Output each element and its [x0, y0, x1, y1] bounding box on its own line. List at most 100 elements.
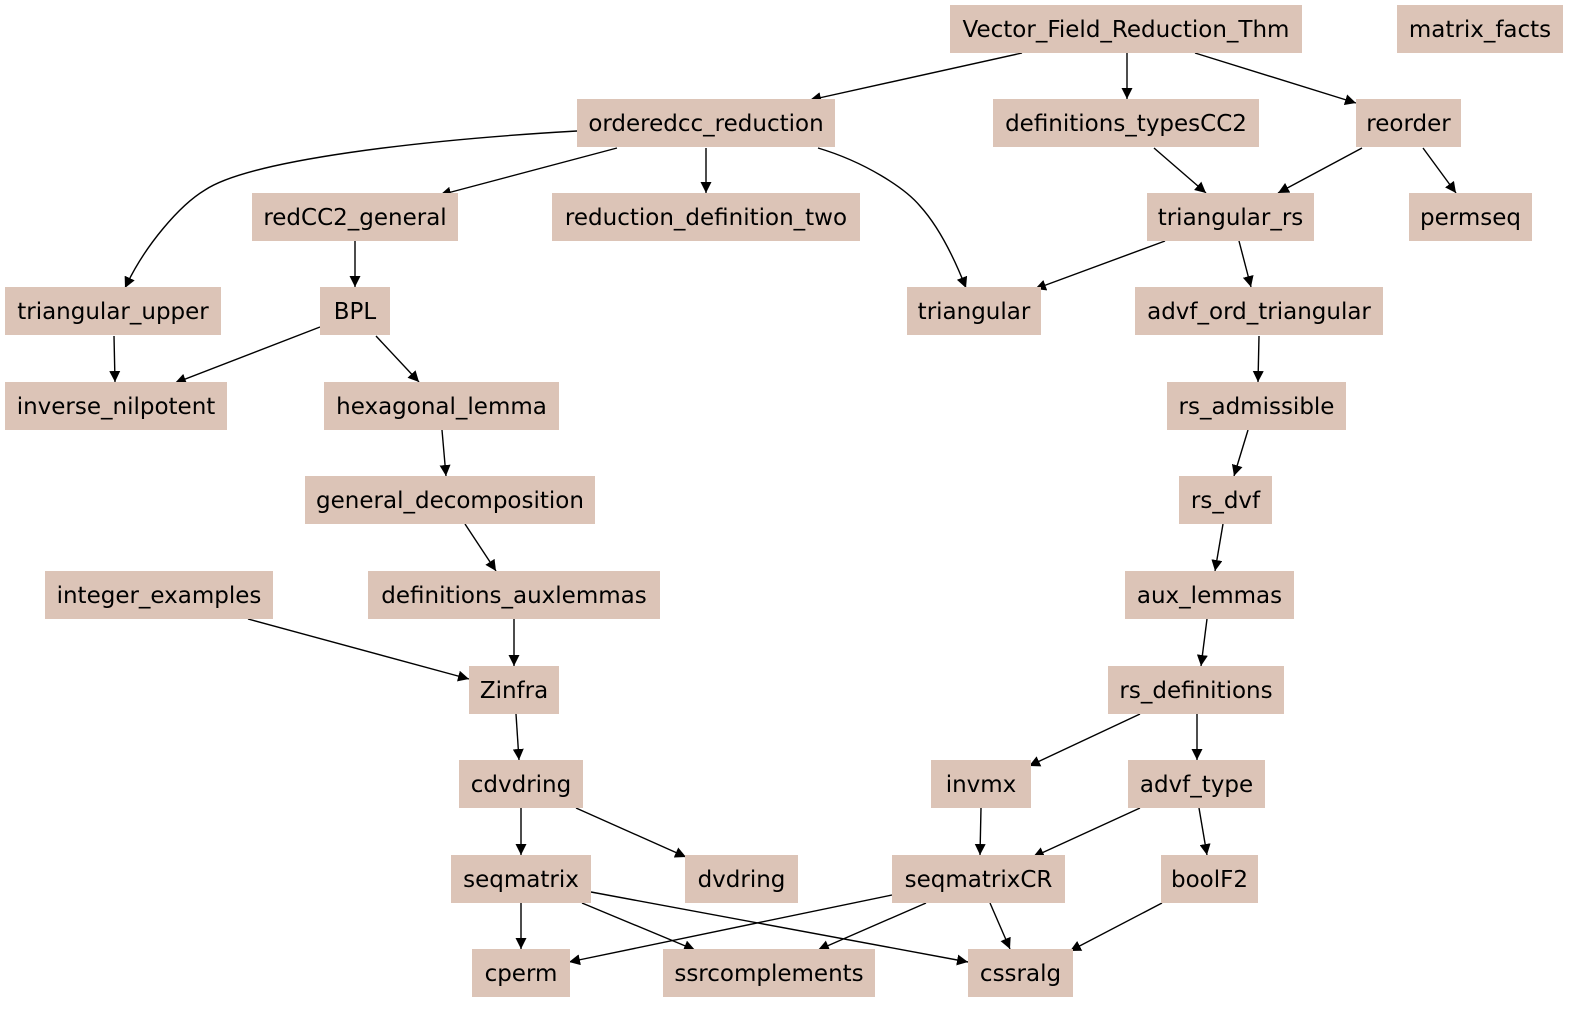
node-label: reduction_definition_two — [565, 205, 847, 231]
node-definitions_typesCC2[interactable]: definitions_typesCC2 — [993, 99, 1259, 147]
node-box — [663, 949, 875, 997]
node-redCC2_general[interactable]: redCC2_general — [252, 193, 458, 241]
edge-reorder-to-triangular_rs — [1277, 147, 1363, 194]
node-box — [1161, 855, 1258, 903]
node-label: dvdring — [698, 867, 786, 893]
node-BPL[interactable]: BPL — [320, 287, 390, 335]
node-ssrcomplements[interactable]: ssrcomplements — [663, 949, 875, 997]
node-rs_dvf[interactable]: rs_dvf — [1179, 476, 1272, 524]
node-aux_lemmas[interactable]: aux_lemmas — [1125, 571, 1294, 619]
node-label: rs_definitions — [1119, 678, 1272, 704]
node-cperm[interactable]: cperm — [472, 949, 570, 997]
edge-advf_type-to-seqmatrixCR — [1032, 807, 1141, 858]
node-rs_definitions[interactable]: rs_definitions — [1108, 666, 1284, 714]
edge-rs_dvf-to-aux_lemmas — [1211, 523, 1224, 572]
node-label: permseq — [1420, 205, 1521, 231]
edge-reorder-to-permseq — [1422, 147, 1457, 194]
node-label: definitions_auxlemmas — [381, 583, 646, 609]
node-seqmatrixCR[interactable]: seqmatrixCR — [892, 855, 1065, 903]
edge-BPL-to-hexagonal_lemma — [375, 335, 420, 383]
node-box — [552, 193, 860, 241]
edge-Zinfra-to-cdvdring — [512, 713, 524, 761]
node-inverse_nilpotent[interactable]: inverse_nilpotent — [5, 382, 227, 430]
node-boolF2[interactable]: boolF2 — [1161, 855, 1258, 903]
node-triangular_upper[interactable]: triangular_upper — [5, 287, 221, 335]
node-box — [1147, 193, 1314, 241]
node-advf_ord_triangular[interactable]: advf_ord_triangular — [1135, 287, 1383, 335]
edge-orderedcc_reduction-to-triangular_upper — [124, 130, 578, 289]
node-box — [892, 855, 1065, 903]
edge-triangular_upper-to-inverse_nilpotent — [109, 335, 121, 383]
edge-general_decomposition-to-definitions_auxlemmas — [464, 523, 497, 572]
node-label: redCC2_general — [263, 205, 446, 231]
node-box — [907, 287, 1041, 335]
node-label: triangular_upper — [17, 299, 209, 325]
node-label: seqmatrixCR — [905, 867, 1053, 893]
edge-advf_ord_triangular-to-rs_admissible — [1252, 335, 1264, 383]
node-label: matrix_facts — [1409, 17, 1551, 43]
edge-orderedcc_reduction-to-redCC2_general — [439, 147, 618, 198]
node-label: orderedcc_reduction — [588, 111, 823, 137]
node-label: Zinfra — [480, 678, 548, 704]
node-box — [451, 855, 591, 903]
node-matrix_facts[interactable]: matrix_facts — [1397, 5, 1563, 53]
node-box — [685, 855, 798, 903]
edges-layer — [109, 52, 1457, 966]
node-advf_type[interactable]: advf_type — [1128, 760, 1265, 808]
node-reorder[interactable]: reorder — [1356, 99, 1461, 147]
edge-orderedcc_reduction-to-triangular — [817, 147, 968, 289]
edge-triangular_rs-to-advf_ord_triangular — [1238, 240, 1254, 288]
node-label: definitions_typesCC2 — [1005, 111, 1247, 137]
node-general_decomposition[interactable]: general_decomposition — [305, 476, 595, 524]
node-dvdring[interactable]: dvdring — [685, 855, 798, 903]
node-rs_admissible[interactable]: rs_admissible — [1167, 382, 1346, 430]
node-triangular[interactable]: triangular — [907, 287, 1041, 335]
node-definitions_auxlemmas[interactable]: definitions_auxlemmas — [368, 571, 660, 619]
node-box — [1135, 287, 1383, 335]
edge-seqmatrixCR-to-cssralg — [989, 902, 1011, 950]
node-label: integer_examples — [57, 583, 262, 609]
node-label: reorder — [1366, 111, 1451, 137]
node-Zinfra[interactable]: Zinfra — [469, 666, 559, 714]
node-label: cperm — [485, 961, 558, 987]
node-orderedcc_reduction[interactable]: orderedcc_reduction — [577, 99, 835, 147]
node-box — [1108, 666, 1284, 714]
node-box — [577, 99, 835, 147]
node-triangular_rs[interactable]: triangular_rs — [1147, 193, 1314, 241]
node-hexagonal_lemma[interactable]: hexagonal_lemma — [324, 382, 559, 430]
node-cssralg[interactable]: cssralg — [968, 949, 1073, 997]
edge-seqmatrixCR-to-ssrcomplements — [817, 902, 927, 951]
node-label: aux_lemmas — [1137, 583, 1282, 609]
node-box — [968, 949, 1073, 997]
node-label: seqmatrix — [463, 867, 579, 893]
node-box — [950, 5, 1302, 53]
node-label: cdvdring — [471, 772, 571, 798]
node-label: rs_admissible — [1179, 394, 1335, 420]
node-box — [305, 476, 595, 524]
node-Vector_Field_Reduction_Thm[interactable]: Vector_Field_Reduction_Thm — [950, 5, 1302, 53]
node-cdvdring[interactable]: cdvdring — [459, 760, 583, 808]
edge-BPL-to-inverse_nilpotent — [174, 326, 321, 385]
node-box — [1409, 193, 1532, 241]
node-label: ssrcomplements — [674, 961, 863, 987]
node-box — [1125, 571, 1294, 619]
node-invmx[interactable]: invmx — [931, 760, 1031, 808]
node-box — [1128, 760, 1265, 808]
node-label: Vector_Field_Reduction_Thm — [963, 17, 1290, 43]
edge-seqmatrixCR-to-cperm — [568, 894, 893, 966]
node-seqmatrix[interactable]: seqmatrix — [451, 855, 591, 903]
node-box — [931, 760, 1031, 808]
edge-invmx-to-seqmatrixCR — [974, 807, 986, 856]
node-box — [469, 666, 559, 714]
node-reduction_definition_two[interactable]: reduction_definition_two — [552, 193, 860, 241]
node-box — [459, 760, 583, 808]
edge-triangular_rs-to-triangular — [1034, 240, 1166, 291]
node-label: general_decomposition — [316, 488, 584, 514]
node-permseq[interactable]: permseq — [1409, 193, 1532, 241]
node-label: triangular_rs — [1158, 205, 1304, 231]
node-label: hexagonal_lemma — [336, 394, 547, 420]
edge-aux_lemmas-to-rs_definitions — [1196, 618, 1208, 667]
node-label: rs_dvf — [1191, 488, 1261, 514]
node-integer_examples[interactable]: integer_examples — [45, 571, 273, 619]
node-box — [252, 193, 458, 241]
